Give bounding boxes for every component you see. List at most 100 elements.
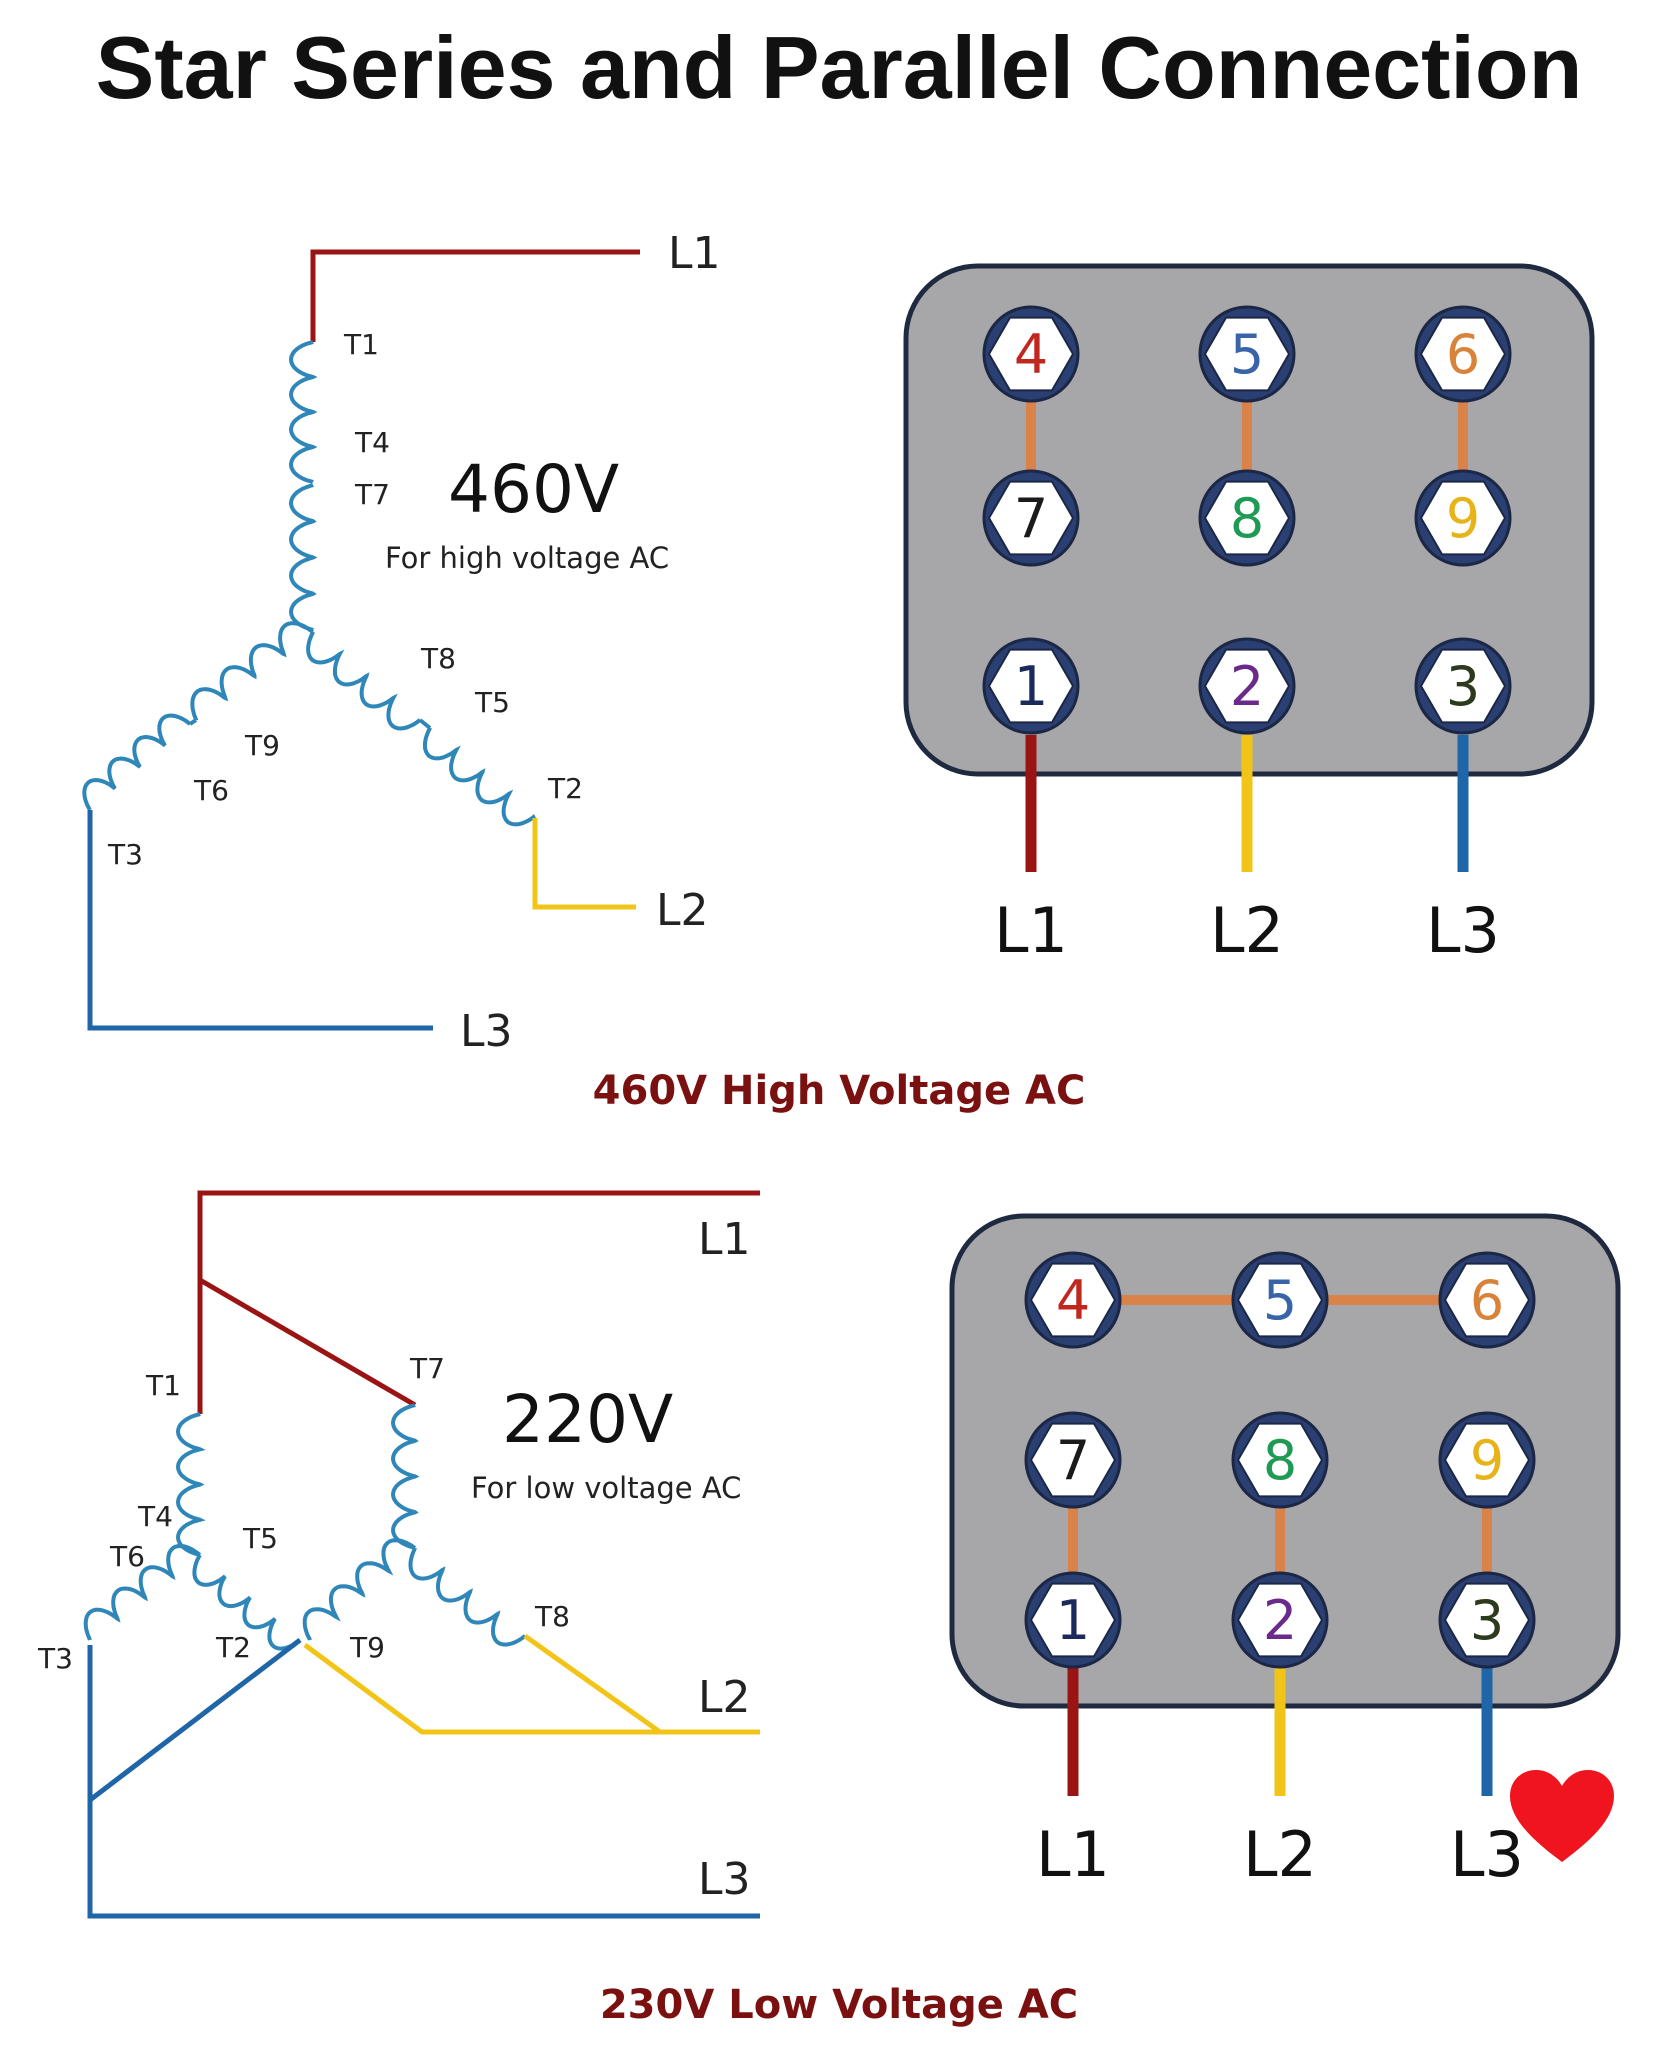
top-coil-t1-t4: [288, 340, 318, 484]
top-l3-wire: [87, 810, 433, 1031]
top-terminal-hex: [987, 480, 1075, 556]
bottom-wiring-diagram: T1 T7 T4 T5 T6 T3 T2 T9 T8 L1 L2 L3 220V…: [37, 1190, 760, 1919]
top-l2-wire: [532, 818, 636, 910]
heart-icon: [1510, 1770, 1614, 1862]
bottom-coil-t1-t4: [175, 1412, 206, 1557]
top-terminal-number: 1: [1014, 655, 1048, 718]
top-coil-right-1: [306, 631, 421, 731]
top-terminal-hex: [1419, 316, 1507, 392]
bottom-label-t2: T2: [215, 1631, 251, 1664]
top-terminal-number: 6: [1446, 323, 1480, 386]
top-l1-wire: [310, 249, 640, 342]
bottom-terminal-number: 4: [1056, 1269, 1090, 1332]
bottom-terminal-8: 8: [1231, 1411, 1329, 1509]
top-voltage-subtitle: For high voltage AC: [385, 541, 669, 575]
top-terminal-number: 2: [1230, 655, 1264, 718]
bottom-coil-left: [83, 1543, 201, 1641]
bottom-terminal-5: 5: [1231, 1251, 1329, 1349]
bottom-label-t1: T1: [145, 1369, 181, 1402]
bottom-terminal-hex: [1236, 1582, 1324, 1658]
bottom-terminal-number: 6: [1470, 1269, 1504, 1332]
page-title: Star Series and Parallel Connection: [96, 18, 1583, 117]
bottom-coil-right-1: [302, 1538, 416, 1641]
bottom-terminal-hex: [1443, 1262, 1531, 1338]
top-coil-t7-center: [288, 483, 318, 632]
top-terminal-8: 8: [1198, 469, 1296, 567]
top-label-t4: T4: [354, 426, 390, 459]
bottom-l3-wire: [87, 1645, 760, 1919]
bottom-l2-wire-a: [303, 1642, 760, 1735]
bottom-terminal-number: 5: [1263, 1269, 1297, 1332]
bottom-terminal-hex: [1443, 1582, 1531, 1658]
bottom-terminal-hex: [1236, 1262, 1324, 1338]
top-terminal-number: 7: [1014, 487, 1048, 550]
bottom-l3-branch: [88, 1638, 302, 1802]
bottom-terminal-number: 1: [1056, 1589, 1090, 1652]
top-terminal-1: 1: [982, 637, 1080, 735]
top-terminal-hex: [987, 648, 1075, 724]
top-label-t2: T2: [547, 772, 583, 805]
bottom-line-label-l3: L3: [698, 1854, 751, 1905]
top-box-label-l1: L1: [994, 894, 1068, 967]
top-label-t3: T3: [107, 838, 143, 871]
bottom-terminal-6: 6: [1438, 1251, 1536, 1349]
bottom-label-t9: T9: [349, 1631, 385, 1664]
top-terminal-4: 4: [982, 305, 1080, 403]
bottom-label-t5: T5: [242, 1522, 278, 1555]
top-coil-stub-1: [418, 718, 432, 730]
bottom-terminal-9: 9: [1438, 1411, 1536, 1509]
top-terminal-6: 6: [1414, 305, 1512, 403]
bottom-terminal-hex: [1029, 1582, 1117, 1658]
top-coil-right-2: [422, 727, 536, 827]
bottom-terminal-number: 7: [1056, 1429, 1090, 1492]
bottom-box-label-l2: L2: [1243, 1818, 1317, 1891]
bottom-terminal-number: 2: [1263, 1589, 1297, 1652]
top-terminal-hex: [1203, 316, 1291, 392]
bottom-terminal-number: 9: [1470, 1429, 1504, 1492]
top-terminal-hex: [1419, 480, 1507, 556]
bottom-label-t4: T4: [137, 1500, 173, 1533]
bottom-l2-wire-b: [523, 1633, 662, 1735]
bottom-box-label-l1: L1: [1036, 1818, 1110, 1891]
bottom-terminal-1: 1: [1024, 1571, 1122, 1669]
top-coil-left-1: [190, 621, 314, 721]
bottom-box-label-l3: L3: [1450, 1818, 1524, 1891]
bottom-terminal-hex: [1029, 1262, 1117, 1338]
bottom-terminal-7: 7: [1024, 1411, 1122, 1509]
top-line-label-l3: L3: [460, 1006, 513, 1057]
bottom-terminal-hex: [1236, 1422, 1324, 1498]
top-terminal-2: 2: [1198, 637, 1296, 735]
bottom-coil-mid: [192, 1553, 302, 1651]
top-terminal-number: 5: [1230, 323, 1264, 386]
top-box-label-l3: L3: [1426, 894, 1500, 967]
top-voltage: 460V: [448, 451, 619, 528]
top-terminal-number: 4: [1014, 323, 1048, 386]
bottom-caption: 230V Low Voltage AC: [600, 1982, 1078, 2028]
top-label-t5: T5: [474, 686, 510, 719]
top-terminal-number: 9: [1446, 487, 1480, 550]
top-coil-stub-2: [188, 718, 198, 726]
bottom-l1-branch: [198, 1277, 417, 1408]
top-label-t6: T6: [193, 774, 229, 807]
bottom-coil-right-2: [408, 1547, 526, 1647]
bottom-voltage: 220V: [502, 1381, 673, 1458]
bottom-line-label-l2: L2: [698, 1672, 751, 1723]
top-label-t8: T8: [420, 642, 456, 675]
bottom-label-t3: T3: [37, 1642, 73, 1675]
top-terminal-hex: [1203, 480, 1291, 556]
top-terminal-7: 7: [982, 469, 1080, 567]
top-terminal-3: 3: [1414, 637, 1512, 735]
bottom-coil-t7-center: [390, 1403, 420, 1550]
top-label-t7: T7: [354, 478, 390, 511]
top-terminal-hex: [987, 316, 1075, 392]
bottom-voltage-subtitle: For low voltage AC: [471, 1471, 741, 1505]
bottom-line-label-l1: L1: [698, 1214, 751, 1265]
top-terminal-9: 9: [1414, 469, 1512, 567]
top-terminal-5: 5: [1198, 305, 1296, 403]
top-caption: 460V High Voltage AC: [593, 1068, 1086, 1114]
top-terminal-number: 3: [1446, 655, 1480, 718]
